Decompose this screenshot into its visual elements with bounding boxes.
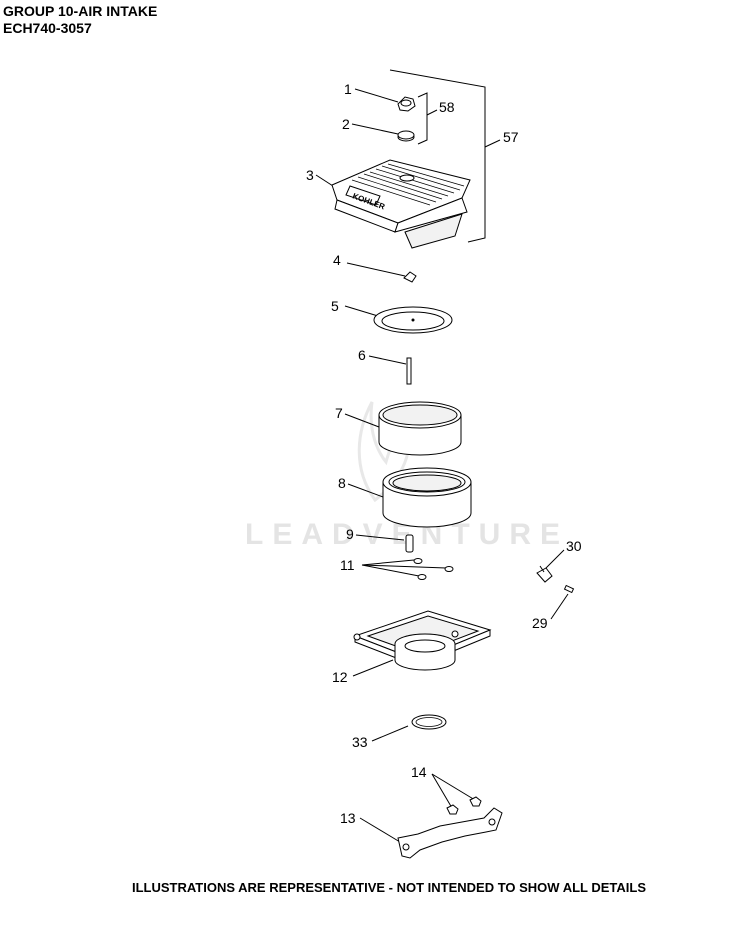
callout-13: 13 [340, 810, 356, 826]
callout-2: 2 [342, 116, 350, 132]
callout-5: 5 [331, 298, 339, 314]
callout-7: 7 [335, 405, 343, 421]
callout-58: 58 [439, 99, 455, 115]
callout-29: 29 [532, 615, 548, 631]
diagram-title: GROUP 10-AIR INTAKE [3, 3, 158, 19]
part-2-washer[interactable] [351, 123, 415, 142]
model-number: ECH740-3057 [3, 20, 92, 36]
part-12-air-cleaner-base[interactable] [352, 610, 492, 677]
part-8-air-filter-element[interactable] [347, 467, 472, 528]
callout-11: 11 [340, 557, 355, 573]
group-bracket-58 [417, 92, 438, 145]
part-30-breather[interactable] [536, 549, 565, 583]
part-7-precleaner[interactable] [344, 401, 462, 456]
callout-4: 4 [333, 252, 341, 268]
part-4-wing-nut[interactable] [346, 262, 417, 283]
part-13-bracket[interactable] [359, 807, 503, 859]
part-3-air-cleaner-cover[interactable]: KOHLER [315, 159, 471, 249]
callout-1: 1 [344, 81, 352, 97]
part-33-o-ring[interactable] [371, 714, 447, 742]
callout-6: 6 [358, 347, 366, 363]
callout-12: 12 [332, 669, 348, 685]
callout-9: 9 [346, 526, 354, 542]
callout-30: 30 [566, 538, 582, 554]
part-6-stud[interactable] [368, 355, 412, 385]
callout-3: 3 [306, 167, 314, 183]
part-29-pin[interactable] [550, 584, 575, 620]
part-14-nuts[interactable] [431, 773, 482, 815]
part-11-seals[interactable] [361, 558, 454, 580]
part-5-element-cover[interactable] [344, 305, 453, 334]
part-1-knob[interactable] [354, 88, 416, 112]
callout-labels: 1 58 2 57 3 4 5 6 7 8 9 30 11 29 12 33 1… [306, 81, 582, 826]
group-bracket-57 [389, 69, 501, 243]
disclaimer-note: ILLUSTRATIONS ARE REPRESENTATIVE - NOT I… [132, 880, 646, 895]
callout-14: 14 [411, 764, 427, 780]
callout-8: 8 [338, 475, 346, 491]
callout-57: 57 [503, 129, 519, 145]
callout-33: 33 [352, 734, 368, 750]
part-9-spacer[interactable] [355, 534, 414, 553]
